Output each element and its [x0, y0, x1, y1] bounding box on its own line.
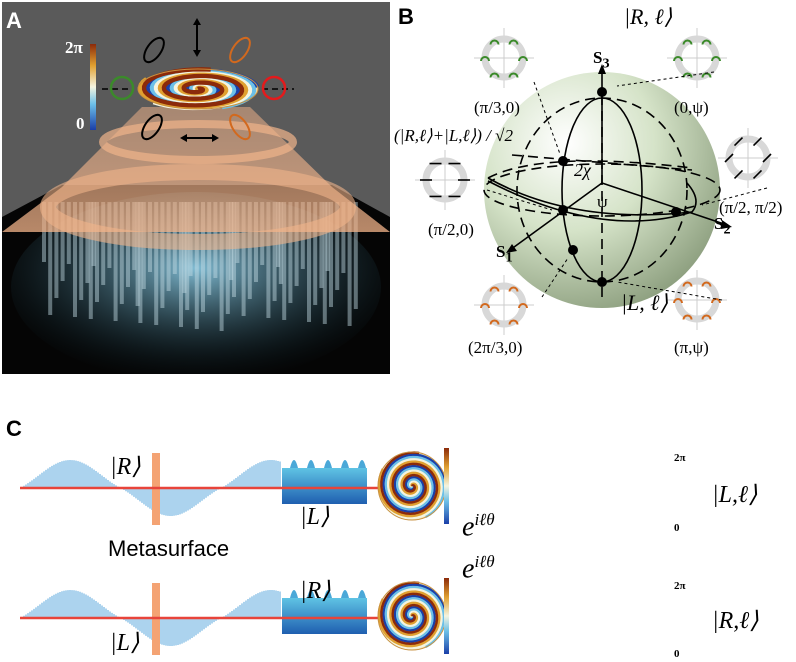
row1-output-state: |L⟩ [300, 504, 330, 530]
row1-phase-factor: eiℓθ [462, 510, 495, 543]
colorbar-max-label: 2π [65, 38, 83, 57]
state-point-equator-front [558, 205, 568, 215]
polarization-pattern-pi3 [474, 28, 534, 88]
left-circular-polarization-icon [109, 75, 135, 101]
polarization-pattern-north [667, 28, 727, 88]
row2-output-state: |R⟩ [300, 578, 331, 604]
row1-colorbar-max: 2π [674, 452, 686, 464]
panel-a: A 2π 0 [2, 2, 390, 374]
beam-row-2 [20, 578, 449, 655]
axis-s2-label: S2 [714, 214, 731, 238]
elliptical-polarization-icon [229, 113, 251, 141]
angle-psi-label: ψ [597, 192, 608, 211]
axis-s1-label: S1 [496, 242, 513, 266]
spiral-phase-plate [137, 67, 260, 111]
colorbar-min-label: 0 [76, 114, 85, 133]
state-point-pi3 [558, 156, 568, 166]
helical-wavefront [282, 598, 367, 634]
elliptical-polarization-icon [141, 113, 163, 141]
coord-pi2-0: (π/2,0) [428, 220, 474, 239]
axis-s3-label: S3 [593, 48, 610, 72]
state-point-2pi3 [568, 245, 578, 255]
coord-pi-psi: (π,ψ) [674, 338, 709, 357]
panel-label-b: B [398, 4, 414, 29]
coord-0-psi: (0,ψ) [674, 98, 709, 117]
row1-final-state: |L,ℓ⟩ [712, 482, 758, 508]
coord-pi2-pi2: (π/2, π/2) [719, 198, 783, 217]
panel-c: C |R⟩ |L⟩ eiℓθ |L,ℓ⟩ 2π 0 Metasurface ei… [0, 410, 796, 662]
poincare-sphere [484, 72, 720, 308]
coord-pi3: (π/3,0) [474, 98, 520, 117]
row2-colorbar-max: 2π [674, 580, 686, 592]
spiral-phase-disk [137, 67, 260, 111]
polarization-pattern-2pi3 [474, 275, 534, 335]
polarization-pattern-pi2-pi2 [718, 128, 778, 188]
beam-row-1 [20, 448, 449, 525]
state-label-north: |R, ℓ⟩ [624, 4, 673, 29]
angle-chi-label: 2χ [574, 160, 591, 180]
elliptical-polarization-icon [143, 36, 165, 64]
helical-wavefront [282, 468, 367, 504]
vortex-phase-disk [377, 451, 447, 521]
row1-colorbar-min: 0 [674, 522, 680, 534]
panel-label-a: A [6, 8, 22, 33]
colorbar [444, 578, 449, 654]
elliptical-polarization-icon [229, 36, 251, 64]
state-label-south: |L, ℓ⟩ [621, 290, 669, 315]
right-circular-polarization-icon [261, 75, 287, 101]
metasurface-label: Metasurface [108, 536, 230, 561]
state-point-equator-right [671, 207, 681, 217]
row1-input-state: |R⟩ [110, 454, 141, 480]
colorbar [90, 44, 96, 130]
panel-b: B |R, ℓ⟩ |L, ℓ⟩ (|R,ℓ⟩+|L,ℓ⟩) / √2 (π/3,… [392, 0, 796, 380]
row2-colorbar-min: 0 [674, 648, 680, 660]
polarization-pattern-pi2-0 [415, 150, 475, 210]
coord-2pi3: (2π/3,0) [468, 338, 523, 357]
colorbar [444, 448, 449, 524]
state-point-south [597, 277, 607, 287]
row2-final-state: |R,ℓ⟩ [712, 608, 759, 634]
vortex-phase-disk [377, 581, 447, 651]
state-label-superposition: (|R,ℓ⟩+|L,ℓ⟩) / √2 [394, 126, 513, 145]
panel-label-c: C [6, 416, 22, 441]
state-point-north [597, 87, 607, 97]
row2-input-state: |L⟩ [110, 630, 140, 656]
row2-phase-factor: eiℓθ [462, 552, 495, 585]
